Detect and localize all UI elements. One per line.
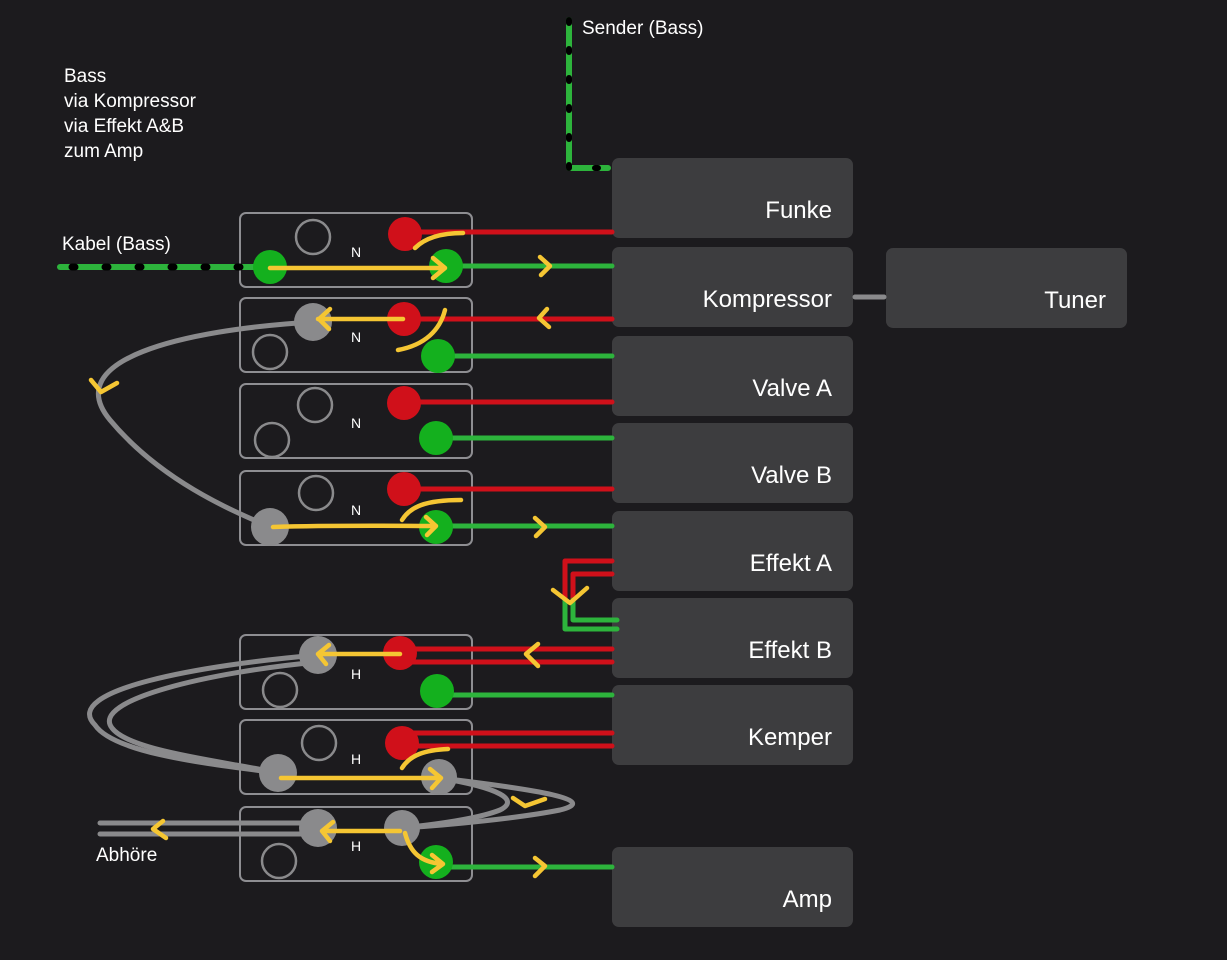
device-label: Kemper <box>747 724 832 751</box>
patch-mode-label: N <box>351 502 362 518</box>
sender-cable-ticks <box>566 17 611 171</box>
patchbay-row: N <box>239 212 473 288</box>
patchbay-row: N <box>239 470 473 546</box>
device-label: Valve B <box>751 462 832 489</box>
device-amp[interactable]: Amp <box>612 847 853 927</box>
patch-mode-label: H <box>351 838 362 854</box>
effect-loop-red <box>570 571 615 603</box>
signal-arrow <box>532 855 548 879</box>
monitor-label: Abhöre <box>96 845 158 866</box>
device-tuner[interactable]: Tuner <box>886 248 1127 328</box>
patchbay-row: H <box>239 634 473 710</box>
patchbay-row: H <box>239 806 473 882</box>
patch-mode-label: N <box>351 244 362 260</box>
title-line: zum Amp <box>64 141 144 162</box>
signal-arrow <box>550 585 590 606</box>
device-label: Funke <box>765 197 832 224</box>
title-line: Bass <box>64 66 107 87</box>
patchbay-row: N <box>239 383 473 459</box>
patch-mode-label: H <box>351 751 362 767</box>
device-valve-b[interactable]: Valve B <box>612 423 853 503</box>
device-label: Valve A <box>752 375 832 402</box>
signal-arrow <box>88 377 120 395</box>
title-line: via Effekt A&B <box>64 116 185 137</box>
title-note: Bass via Kompressor via Effekt A&B zum A… <box>64 64 196 164</box>
effect-loop-green <box>562 597 620 632</box>
device-effekt-b[interactable]: Effekt B <box>612 598 853 678</box>
device-label: Amp <box>782 886 832 913</box>
sender-cable <box>566 17 611 171</box>
sender-label: Sender (Bass) <box>582 18 704 39</box>
device-kompressor[interactable]: Kompressor <box>612 247 853 327</box>
signal-arrow <box>150 818 169 841</box>
device-label: Tuner <box>1044 287 1106 314</box>
patchbay-row: N <box>239 297 473 373</box>
signal-arrow <box>536 306 552 330</box>
device-effekt-a[interactable]: Effekt A <box>612 511 853 591</box>
signal-arrow <box>537 254 553 278</box>
device-label: Effekt A <box>749 550 832 577</box>
cable-label: Kabel (Bass) <box>62 234 171 255</box>
effect-loop-red <box>562 558 615 603</box>
title-line: via Kompressor <box>64 91 196 112</box>
patch-mode-label: N <box>351 415 362 431</box>
device-label: Kompressor <box>702 286 832 313</box>
device-funke[interactable]: Funke <box>612 158 853 238</box>
device-label: Effekt B <box>748 637 832 664</box>
signal-arrow <box>510 795 548 809</box>
signal-arrow <box>523 641 541 669</box>
patchbay-row: H <box>239 719 473 795</box>
device-valve-a[interactable]: Valve A <box>612 336 853 416</box>
signal-arrow <box>532 515 548 539</box>
effect-loop-green <box>570 597 620 623</box>
device-kemper[interactable]: Kemper <box>612 685 853 765</box>
patch-mode-label: N <box>351 329 362 345</box>
patch-mode-label: H <box>351 666 362 682</box>
